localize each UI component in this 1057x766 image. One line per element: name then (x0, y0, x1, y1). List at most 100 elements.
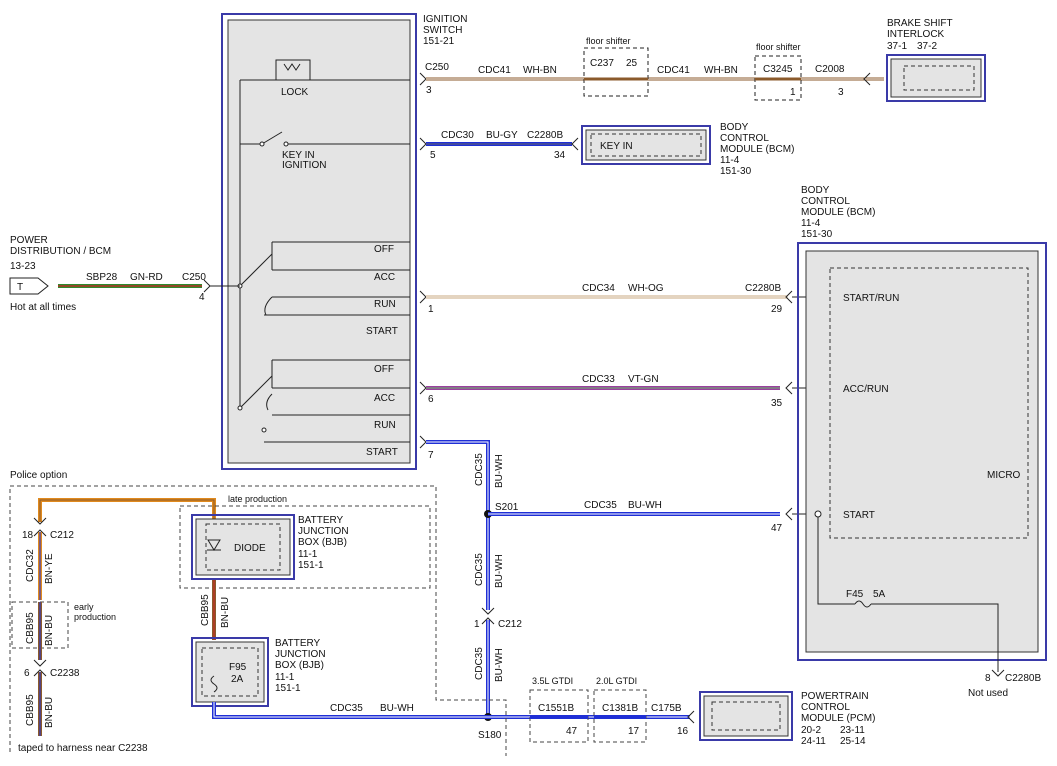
run-color: WH-OG (628, 283, 664, 294)
key-pin2: 34 (554, 150, 566, 161)
key-conn: C2280B (527, 130, 563, 141)
pcm-2: CONTROL (801, 702, 850, 713)
bcm-small-box: KEY IN (600, 141, 633, 152)
bottom-circuit: CDC35 (330, 703, 363, 714)
bcm-fuse-amp: 5A (873, 589, 886, 600)
ign-page-ref: 151-21 (423, 36, 455, 47)
bcm-fuse: F45 (846, 589, 864, 600)
pd-note: Hot at all times (10, 302, 76, 313)
start-color-v: BU-WH (494, 454, 505, 488)
g2-start: START (366, 447, 398, 458)
s201-color: BU-WH (628, 500, 662, 511)
brake-shift-interlock: BRAKE SHIFT INTERLOCK 37-1 37-2 (886, 18, 986, 102)
floor-shifter-2-title: floor shifter (756, 42, 801, 52)
g2-off: OFF (374, 364, 394, 375)
police-title: Police option (10, 470, 67, 481)
bsi-title-2: INTERLOCK (887, 29, 945, 40)
bcm-start: START (843, 510, 875, 521)
police-cbb95b: CBB95 (200, 594, 211, 626)
police-option: Police option 18 C212 CDC32 BN-YE CBB95 … (9, 470, 507, 756)
pd-connector: C250 (182, 272, 206, 283)
bjb-fuse-amp: 2A (231, 674, 244, 685)
bjb-fuse-1: BATTERY (275, 638, 321, 649)
police-late: late production (228, 494, 287, 504)
floor-shifter-2-pin: 1 (790, 87, 796, 98)
down-circuit-v: CDC35 (474, 553, 485, 586)
g2-run: RUN (374, 420, 396, 431)
gtdi2-pin: 17 (628, 726, 640, 737)
bjb-fuse-3: BOX (BJB) (275, 660, 324, 671)
bjb-diode-ref1: 11-1 (298, 549, 318, 560)
down-color-v: BU-WH (494, 554, 505, 588)
run-pin: 1 (428, 304, 434, 315)
run-circuit: 1 CDC34 WH-OG C2280B 29 (419, 283, 834, 315)
pd-ref: 13-23 (10, 261, 36, 272)
lock-pin: 3 (426, 85, 432, 96)
bjb-diode-2: JUNCTION (298, 526, 349, 537)
police-bn-bu-b: BN-BU (220, 597, 231, 628)
police-taped: taped to harness near C2238 (18, 743, 148, 754)
bcm-start-run: START/RUN (843, 293, 899, 304)
g1-acc: ACC (374, 272, 395, 283)
gtdi1-conn: C1551B (538, 703, 574, 714)
bcm-acc-run: ACC/RUN (843, 384, 889, 395)
lock-color: WH-BN (523, 65, 557, 76)
pcm-circuit: 3.5L GTDI C1551B 47 2.0L GTDI C1381B 17 … (529, 676, 875, 747)
police-c212-pin: 18 (22, 530, 34, 541)
police-c2238: C2238 (50, 668, 80, 679)
bjb-fuse-2: JUNCTION (275, 649, 326, 660)
pcm-3: MODULE (PCM) (801, 713, 875, 724)
pd-color: GN-RD (130, 272, 163, 283)
bcm-big-ref1: 11-4 (801, 218, 821, 229)
lock-conn: C250 (425, 62, 449, 73)
bcm-big-3: MODULE (BCM) (801, 207, 875, 218)
bottom-color: BU-WH (380, 703, 414, 714)
pcm-ref3: 24-11 (801, 736, 826, 747)
police-cbb95c: CBB95 (25, 694, 36, 726)
acc-pin: 6 (428, 394, 434, 405)
bsi-pin: 3 (838, 87, 844, 98)
down2-color-v: BU-WH (494, 648, 505, 682)
bcm-small-2: CONTROL (720, 133, 769, 144)
bcm-module: BODY CONTROL MODULE (BCM) 11-4 151-30 ST… (797, 185, 1047, 699)
key-in-circuit: 5 CDC30 BU-GY C2280B 34 KEY IN BODY CONT… (419, 122, 794, 177)
police-early-1: early (74, 602, 94, 612)
bjb-diode-ref2: 151-1 (298, 560, 324, 571)
pd-terminal: T (17, 282, 23, 293)
police-early-2: production (74, 612, 116, 622)
gtdi2-conn: C1381B (602, 703, 638, 714)
floor-shifter-1-pin: 25 (626, 58, 638, 69)
c212-pin: 1 (474, 619, 480, 630)
lock-circuit: C250 3 CDC41 WH-BN floor shifter C237 25… (419, 36, 884, 101)
acc-circuit-id: CDC33 (582, 374, 615, 385)
bcm-micro: MICRO (987, 470, 1021, 481)
splice-s180: S180 (478, 730, 502, 741)
bcm-big-2: CONTROL (801, 196, 850, 207)
down2-circuit-v: CDC35 (474, 647, 485, 680)
key-pin: 5 (430, 150, 436, 161)
bcm-small-ref1: 11-4 (720, 155, 740, 166)
key-color: BU-GY (486, 130, 518, 141)
floor-shifter-1-title: floor shifter (586, 36, 631, 46)
police-bn-bu-a: BN-BU (44, 615, 55, 646)
key-in-label-1: KEY IN (282, 150, 315, 161)
bcm-small-3: MODULE (BCM) (720, 144, 794, 155)
acc-color: VT-GN (628, 374, 659, 385)
s201-circuit: CDC35 (584, 500, 617, 511)
g1-run: RUN (374, 299, 396, 310)
bcm-small-1: BODY (720, 122, 749, 133)
bjb-diode-box: DIODE (234, 543, 266, 554)
police-bn-ye: BN-YE (44, 553, 55, 584)
run-pin2: 29 (771, 304, 783, 315)
police-c212: C212 (50, 530, 74, 541)
key-circuit: CDC30 (441, 130, 474, 141)
bcm-not-used: Not used (968, 688, 1008, 699)
bjb-fuse-ref1: 11-1 (275, 672, 295, 683)
bjb-diode-3: BOX (BJB) (298, 537, 347, 548)
police-cdc32: CDC32 (25, 549, 36, 582)
ign-title-1: IGNITION (423, 14, 467, 25)
start-circuit: 7 CDC35 BU-WH S201 CDC35 BU-WH 47 CDC35 … (419, 435, 834, 741)
pd-circuit: SBP28 (86, 272, 118, 283)
g1-start: START (366, 326, 398, 337)
